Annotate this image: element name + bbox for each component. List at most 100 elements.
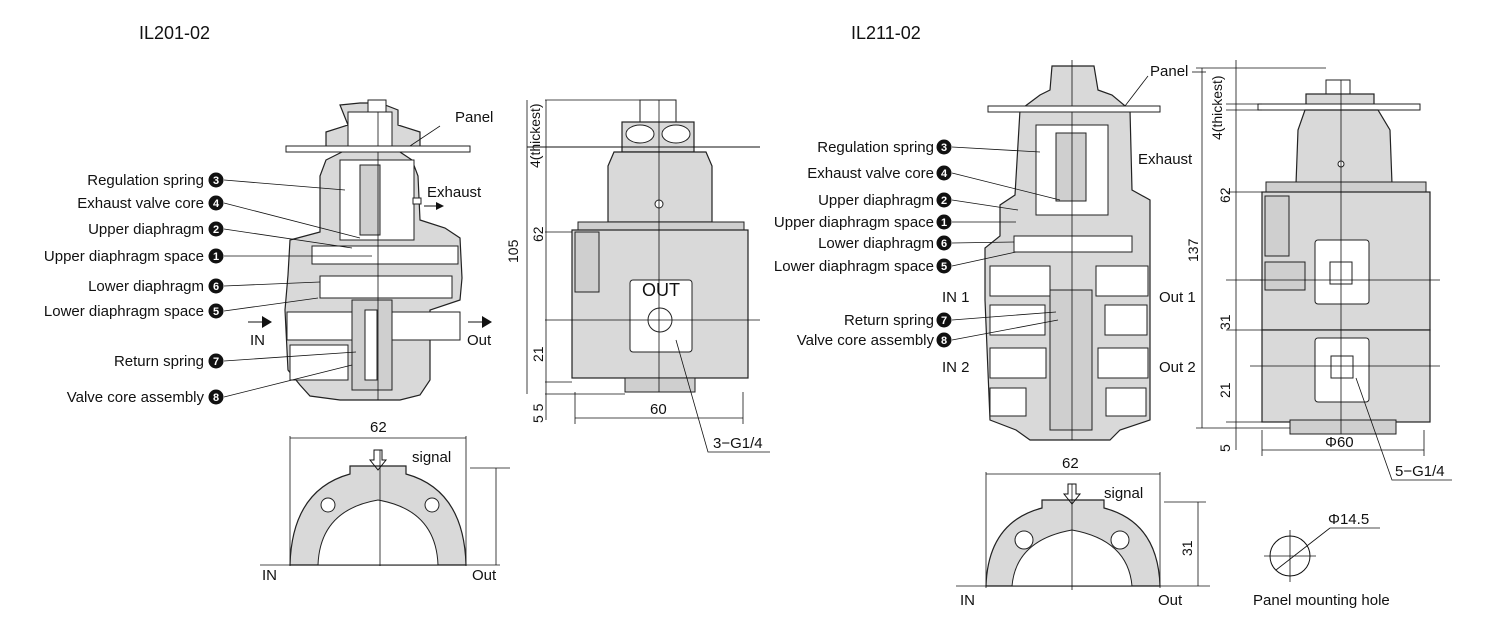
left-callout-marker	[208, 278, 224, 294]
right-callout-leader	[951, 199, 1019, 211]
left-signal: signal	[412, 449, 451, 466]
left-callout-leader	[223, 364, 353, 398]
right-callout-label: Upper diaphragm	[818, 192, 934, 209]
left-bottom-out: Out	[472, 567, 497, 584]
right-callout-number: 2	[941, 195, 947, 207]
left-callout-marker	[208, 172, 224, 188]
right-callout-leader	[951, 172, 1061, 201]
left-section-view	[248, 99, 492, 401]
left-callout-number: 4	[213, 198, 220, 210]
right-thickest: 4(thickest)	[1209, 75, 1225, 140]
left-side-view	[527, 99, 760, 393]
right-out1: Out 1	[1159, 289, 1196, 306]
left-title: IL201-02	[139, 23, 210, 43]
right-callout-number: 1	[941, 217, 947, 229]
left-callout-leader	[223, 351, 357, 362]
right-callout-leader	[951, 319, 1059, 341]
right-panel-label: Panel	[1150, 63, 1188, 80]
right-callout-marker	[936, 332, 952, 348]
left-thickest: 4(thickest)	[527, 103, 543, 168]
right-callout-number: 5	[941, 261, 947, 273]
left-callout-number: 5	[213, 306, 219, 318]
right-dim-31: 31	[1217, 314, 1233, 330]
right-callout-marker	[936, 165, 952, 181]
left-exhaust-label: Exhaust	[427, 184, 482, 201]
left-callout-leader	[223, 179, 346, 191]
left-callout-leader	[223, 297, 319, 312]
right-dim-5: 5	[1217, 444, 1233, 452]
left-callout-number: 7	[213, 356, 219, 368]
left-callout-number: 2	[213, 224, 219, 236]
left-callout-marker	[208, 353, 224, 369]
right-callout-leader	[951, 251, 1017, 267]
left-callout-marker	[208, 389, 224, 405]
right-callout-leader	[951, 311, 1057, 321]
left-width-60: 60	[650, 401, 667, 418]
right-callout-marker	[936, 214, 952, 230]
left-callout-number: 8	[213, 392, 219, 404]
left-callout-number: 1	[213, 251, 219, 263]
right-width-60: Φ60	[1325, 434, 1354, 451]
left-callout-marker	[208, 221, 224, 237]
left-bottom-in: IN	[262, 567, 277, 584]
left-callout-leader	[223, 202, 361, 239]
right-callout-marker	[936, 258, 952, 274]
right-dim-62: 62	[1217, 187, 1233, 203]
left-callout-marker	[208, 195, 224, 211]
left-callout-number: 3	[213, 175, 219, 187]
right-callout-leader	[951, 146, 1041, 153]
left-callout-number: 6	[213, 281, 219, 293]
right-callout-label: Regulation spring	[817, 139, 934, 156]
left-bottom-view	[260, 436, 510, 566]
right-dim-137: 137	[1185, 238, 1201, 262]
right-callout-label: Exhaust valve core	[807, 165, 934, 182]
right-section-view	[984, 60, 1161, 441]
left-dim-105: 105	[505, 239, 521, 263]
right-title: IL211-02	[851, 23, 921, 43]
right-side-view	[1250, 79, 1440, 435]
right-in2: IN 2	[942, 359, 970, 376]
left-dim-5: 5 5	[530, 403, 546, 423]
right-callout-label: Lower diaphragm	[818, 235, 934, 252]
left-dim-62: 62	[530, 226, 546, 242]
right-callout-leader	[951, 241, 1015, 244]
right-out2: Out 2	[1159, 359, 1196, 376]
left-out-label: Out	[467, 332, 492, 349]
left-panel-label: Panel	[455, 109, 493, 126]
right-bottom-out: Out	[1158, 592, 1183, 609]
left-callout-label: Lower diaphragm	[88, 278, 204, 295]
left-callout-label: Upper diaphragm space	[44, 248, 204, 265]
right-callout-marker	[936, 192, 952, 208]
left-out-port: OUT	[642, 280, 680, 300]
right-callout-label: Upper diaphragm space	[774, 214, 934, 231]
left-callout-label: Lower diaphragm space	[44, 303, 204, 320]
right-callout-number: 6	[941, 238, 947, 250]
right-callout-number: 3	[941, 142, 947, 154]
right-exhaust-label: Exhaust	[1138, 151, 1193, 168]
left-in-label: IN	[250, 332, 265, 349]
right-callout-marker	[936, 312, 952, 328]
right-bottom-height: 31	[1179, 540, 1195, 556]
right-callout-marker	[936, 139, 952, 155]
right-thread: 5−G1/4	[1395, 463, 1445, 480]
right-callout-marker	[936, 235, 952, 251]
right-callout-number: 8	[941, 335, 947, 347]
right-callout-label: Return spring	[844, 312, 934, 329]
left-callout-marker	[208, 303, 224, 319]
right-dim-21: 21	[1217, 382, 1233, 398]
left-callout-label: Return spring	[114, 353, 204, 370]
left-callout-marker	[208, 248, 224, 264]
left-callout-label: Regulation spring	[87, 172, 204, 189]
right-bottom-view	[956, 472, 1210, 590]
left-dim-21: 21	[530, 346, 546, 362]
left-callout-leader	[223, 228, 353, 249]
right-callout-label: Lower diaphragm space	[774, 258, 934, 275]
right-in1: IN 1	[942, 289, 970, 306]
left-callout-label: Upper diaphragm	[88, 221, 204, 238]
right-callout-number: 4	[941, 168, 948, 180]
left-callout-label: Valve core assembly	[67, 389, 205, 406]
left-callout-leader	[223, 281, 321, 287]
right-bottom-in: IN	[960, 592, 975, 609]
